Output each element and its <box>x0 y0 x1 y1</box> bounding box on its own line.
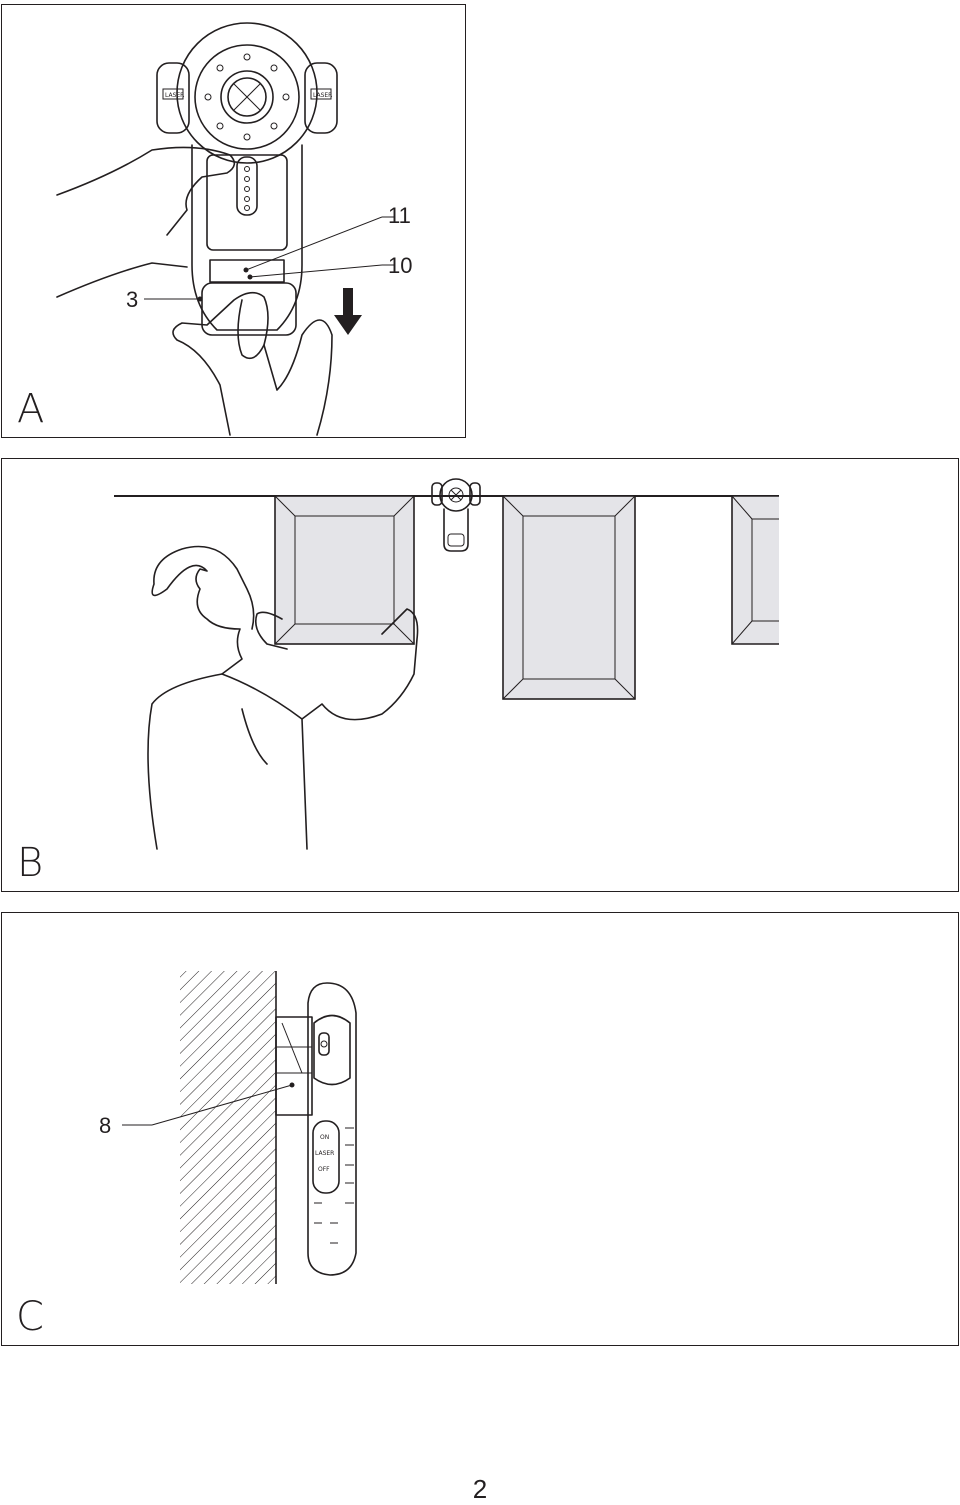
right-laser-label: LASER <box>313 92 332 99</box>
figure-a-illustration: LASER LASER <box>56 22 394 436</box>
callout-3: 3 <box>126 287 139 312</box>
switch-on-label: ON <box>320 1134 329 1141</box>
laser-level-device <box>431 478 481 552</box>
device-body <box>191 144 303 331</box>
page-number: 2 <box>472 1474 488 1504</box>
figure-c-panel: ON LASER OFF 8 C <box>1 912 959 1346</box>
man-left-hand <box>254 611 288 650</box>
figure-a-letter: A <box>17 386 45 432</box>
wall-hatched <box>180 971 276 1284</box>
right-hand <box>172 291 333 436</box>
callout-8: 8 <box>99 1113 112 1138</box>
leader-10 <box>249 264 383 278</box>
switch-off-label: OFF <box>318 1166 330 1173</box>
figure-b-panel: B <box>1 458 959 892</box>
picture-frame-2 <box>502 495 636 700</box>
figure-b-letter: B <box>17 840 44 886</box>
switch-laser-label: LASER <box>315 1150 334 1157</box>
battery-compartment <box>209 259 285 283</box>
figure-a-panel: LASER LASER <box>1 4 466 438</box>
leader-11 <box>245 216 383 271</box>
mounting-bracket <box>275 1016 313 1116</box>
man-figure <box>147 545 255 850</box>
device-head <box>176 22 318 164</box>
laser-level-side-view <box>307 982 357 1276</box>
picture-frame-1 <box>274 495 415 645</box>
figure-c-illustration: ON LASER OFF <box>122 971 357 1284</box>
figure-b-illustration <box>114 478 779 850</box>
right-laser-button <box>304 62 338 134</box>
left-laser-button <box>156 62 190 134</box>
battery-cover <box>201 282 297 336</box>
man-right-hand <box>301 608 419 850</box>
figure-c-letter: C <box>16 1294 44 1340</box>
left-hand <box>56 146 236 236</box>
left-laser-label: LASER <box>165 92 184 99</box>
callout-11: 11 <box>388 203 411 228</box>
down-arrow-icon <box>334 288 362 335</box>
picture-frame-3 <box>731 495 779 645</box>
callout-10: 10 <box>388 253 413 278</box>
laser-switch <box>312 1120 340 1194</box>
